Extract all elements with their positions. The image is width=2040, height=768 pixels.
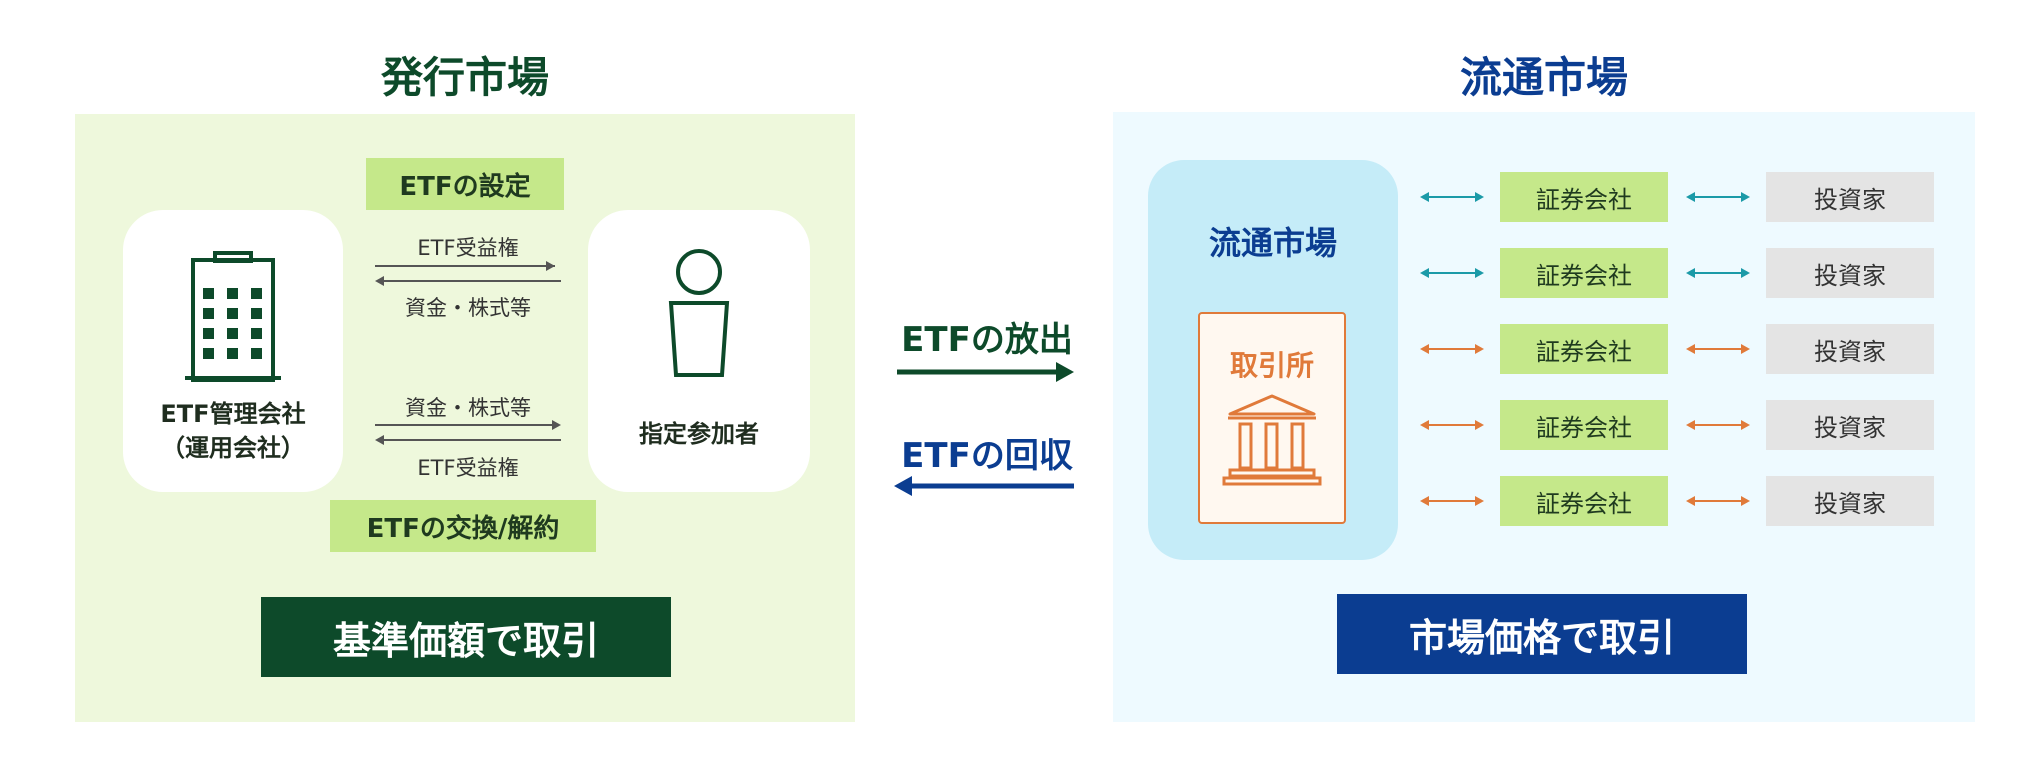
designated-participant-card: 指定参加者 — [588, 210, 810, 492]
broker-box: 証券会社 — [1500, 476, 1668, 526]
flow-text-upper-bottom: 資金・株式等 — [405, 296, 531, 320]
broker-box: 証券会社 — [1500, 400, 1668, 450]
participant-label: 指定参加者 — [639, 420, 759, 448]
trade-at-nav-button: 基準価額で取引 — [261, 597, 671, 677]
company-label-line1: ETF管理会社 — [160, 400, 306, 428]
circulation-box-title: 流通市場 — [1208, 224, 1337, 262]
investor-box: 投資家 — [1766, 476, 1934, 526]
building-icon — [185, 251, 281, 382]
investor-box: 投資家 — [1766, 324, 1934, 374]
flow-text-upper-top: ETF受益権 — [417, 236, 519, 260]
investor-box: 投資家 — [1766, 400, 1934, 450]
investor-box: 投資家 — [1766, 248, 1934, 298]
etf-redeem-label: ETFの回収 — [901, 436, 1073, 476]
broker-box: 証券会社 — [1500, 248, 1668, 298]
etf-exchange-redemption-tag: ETFの交換/解約 — [330, 500, 596, 552]
etf-issue-label: ETFの放出 — [901, 320, 1073, 360]
broker-box: 証券会社 — [1500, 172, 1668, 222]
issuance-market-title: 発行市場 — [380, 53, 549, 102]
flow-text-lower-bottom: ETF受益権 — [417, 456, 519, 480]
exchange-label: 取引所 — [1229, 349, 1314, 382]
bank-icon — [1222, 394, 1322, 486]
flow-text-lower-top: 資金・株式等 — [405, 396, 531, 420]
etf-management-company-card: ETF管理会社 （運用会社） — [123, 210, 343, 492]
circulation-market-title: 流通市場 — [1459, 53, 1628, 102]
investor-box: 投資家 — [1766, 172, 1934, 222]
company-label-line2: （運用会社） — [161, 434, 305, 462]
person-icon — [668, 249, 730, 377]
broker-box: 証券会社 — [1500, 324, 1668, 374]
trade-at-market-price-button: 市場価格で取引 — [1337, 594, 1747, 674]
etf-creation-tag: ETFの設定 — [366, 158, 564, 210]
exchange-card: 取引所 — [1198, 312, 1346, 524]
